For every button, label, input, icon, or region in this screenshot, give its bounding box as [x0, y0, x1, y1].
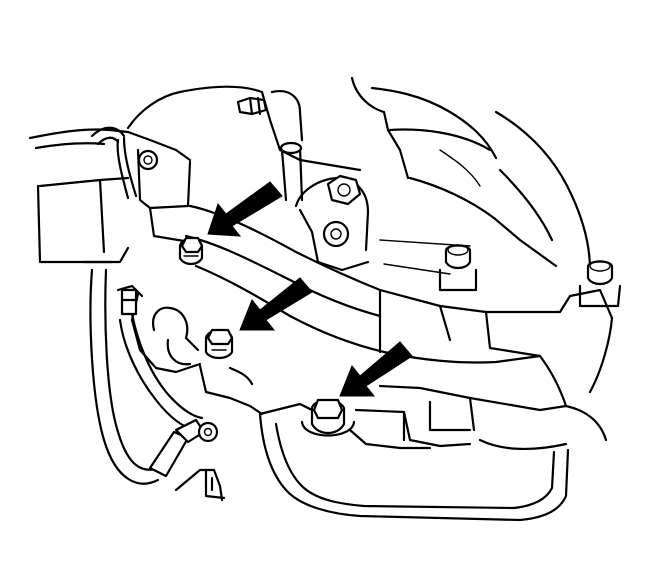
left-bracket-and-pipe — [28, 126, 192, 264]
mid-left-components — [116, 284, 264, 416]
wire-harness — [118, 312, 204, 432]
wire-connector-icon — [148, 418, 219, 478]
lower-right-body — [354, 316, 614, 451]
bolt-center-lower — [322, 220, 350, 248]
bolt-middle-target — [204, 328, 234, 360]
left-long-pipe — [82, 260, 162, 485]
bolt-center-top — [326, 174, 362, 206]
main-flange — [184, 204, 614, 364]
center-pipe — [279, 141, 304, 202]
upper-left-bolt — [236, 96, 268, 116]
oil-pan — [258, 402, 570, 522]
arrow-icon — [239, 277, 313, 331]
upper-case-housing — [126, 76, 592, 272]
arrow-icon — [339, 341, 413, 397]
bolt-right-2 — [578, 260, 622, 308]
bolt-right-1 — [438, 244, 478, 292]
arrow-icon — [207, 181, 283, 237]
bolt-bottom — [300, 398, 356, 437]
lower-left-bracket — [174, 468, 226, 502]
bolt-upper-left-target — [178, 236, 204, 266]
